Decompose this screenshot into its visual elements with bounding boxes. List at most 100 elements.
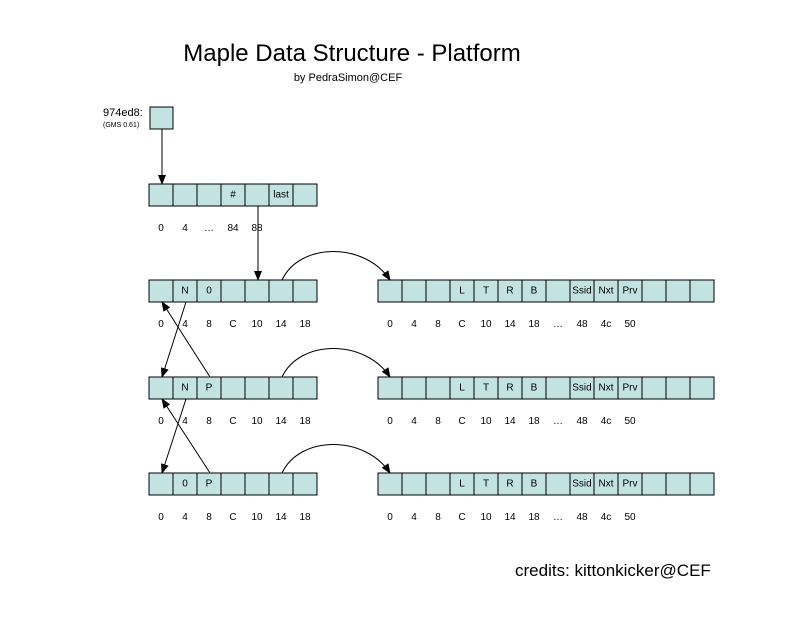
platform-detail-3-cell-label: L [459, 479, 465, 490]
platform-detail-2-cell-label: Ssid [572, 383, 591, 394]
platform-struct-2-offset-label: 10 [251, 416, 263, 427]
platform-detail-2-offset-label: C [458, 416, 465, 427]
prev-arrow-2 [161, 301, 211, 378]
address-note: (GMS 0.61) [103, 122, 140, 129]
platform-detail-2-cell [401, 376, 427, 400]
platform-detail-2-offset-label: 48 [576, 416, 588, 427]
platform-struct-1-offset-label: 14 [275, 319, 287, 330]
root-struct-cell [292, 183, 318, 207]
platform-struct-2-cell [220, 376, 246, 400]
platform-detail-1-offset-label: 0 [387, 319, 393, 330]
platform-detail-2-cell-label: R [506, 383, 513, 394]
platform-detail-1-offset-label: 50 [624, 319, 636, 330]
address-label: 974ed8: [103, 107, 143, 119]
detail-pointer-arrow-3 [281, 444, 391, 474]
platform-detail-3-cell-label: Ssid [572, 479, 591, 490]
platform-detail-2-offset-label: 0 [387, 416, 393, 427]
platform-detail-1-offset-label: 4c [601, 319, 612, 330]
platform-detail-1-cell-label: R [506, 286, 513, 297]
platform-detail-1-offset-label: 4 [411, 319, 417, 330]
platform-struct-1-cell-label: 0 [206, 286, 212, 297]
root-struct-offset-label: 4 [182, 223, 188, 234]
platform-detail-3-cell [425, 472, 451, 496]
root-struct-offset-label: 84 [227, 223, 239, 234]
platform-struct-2-cell [148, 376, 174, 400]
platform-detail-2-cell [377, 376, 403, 400]
platform-struct-1-offset-label: 8 [206, 319, 212, 330]
platform-struct-2-cell-label: N [181, 383, 188, 394]
platform-detail-3-cell [545, 472, 571, 496]
platform-detail-3-offset-label: … [553, 512, 563, 523]
platform-struct-1-offset-label: 10 [251, 319, 263, 330]
platform-detail-2-offset-label: 14 [504, 416, 516, 427]
platform-detail-1-offset-label: 14 [504, 319, 516, 330]
platform-struct-3-offset-label: 8 [206, 512, 212, 523]
platform-detail-3-cell-label: Prv [623, 479, 638, 490]
platform-struct-1-offset-label: 18 [299, 319, 311, 330]
platform-detail-2-cell [425, 376, 451, 400]
platform-struct-2-offset-label: 0 [158, 416, 164, 427]
platform-struct-3-offset-label: 14 [275, 512, 287, 523]
platform-struct-1-offset-label: 0 [158, 319, 164, 330]
platform-struct-2-cell [268, 376, 294, 400]
platform-detail-2-cell-label: L [459, 383, 465, 394]
next-arrow-2 [160, 398, 187, 474]
platform-detail-2-offset-label: 50 [624, 416, 636, 427]
platform-detail-1-cell-label: Ssid [572, 286, 591, 297]
platform-detail-3-offset-label: 8 [435, 512, 441, 523]
platform-struct-1-cell [148, 279, 174, 303]
platform-struct-1-cell [268, 279, 294, 303]
platform-detail-3-offset-label: 0 [387, 512, 393, 523]
platform-detail-2-offset-label: 4 [411, 416, 417, 427]
platform-struct-3-cell-label: P [206, 479, 213, 490]
platform-detail-3-cell [377, 472, 403, 496]
platform-detail-3-offset-label: 48 [576, 512, 588, 523]
platform-struct-3-cell [292, 472, 318, 496]
platform-detail-1-cell-label: Nxt [599, 286, 614, 297]
platform-struct-3-offset-label: 18 [299, 512, 311, 523]
platform-struct-3-cell [244, 472, 270, 496]
platform-detail-3-cell-label: B [531, 479, 538, 490]
page-title: Maple Data Structure - Platform [183, 40, 521, 67]
root-struct-offset-label: … [204, 223, 214, 234]
platform-detail-2-cell [641, 376, 667, 400]
platform-detail-1-cell [665, 279, 691, 303]
platform-struct-3-cell [148, 472, 174, 496]
root-struct-cell [244, 183, 270, 207]
platform-struct-2-cell-label: P [206, 383, 213, 394]
platform-struct-1-offset-label: 4 [182, 319, 188, 330]
platform-detail-1-cell-label: B [531, 286, 538, 297]
platform-detail-2-offset-label: 4c [601, 416, 612, 427]
platform-struct-2-offset-label: 14 [275, 416, 287, 427]
platform-detail-3-offset-label: 18 [528, 512, 540, 523]
platform-detail-2-offset-label: … [553, 416, 563, 427]
platform-detail-3-cell [689, 472, 715, 496]
platform-detail-3-cell-label: Nxt [599, 479, 614, 490]
platform-detail-1-cell [401, 279, 427, 303]
platform-detail-1-cell-label: T [483, 286, 489, 297]
platform-detail-1-offset-label: 10 [480, 319, 492, 330]
root-struct-offset-label: 0 [158, 223, 164, 234]
platform-struct-2-offset-label: 18 [299, 416, 311, 427]
platform-detail-2-offset-label: 18 [528, 416, 540, 427]
platform-detail-1-offset-label: C [458, 319, 465, 330]
platform-detail-2-cell [689, 376, 715, 400]
platform-detail-3-cell [641, 472, 667, 496]
platform-struct-3-cell [220, 472, 246, 496]
root-struct-offset-label: 88 [251, 223, 263, 234]
platform-detail-1-offset-label: … [553, 319, 563, 330]
platform-struct-2-offset-label: 4 [182, 416, 188, 427]
platform-detail-3-cell-label: T [483, 479, 489, 490]
root-struct-cell-label: # [230, 190, 236, 201]
platform-struct-1-cell [292, 279, 318, 303]
platform-struct-3-offset-label: C [229, 512, 236, 523]
platform-struct-2-cell [244, 376, 270, 400]
platform-struct-3-offset-label: 4 [182, 512, 188, 523]
platform-struct-1-cell [220, 279, 246, 303]
